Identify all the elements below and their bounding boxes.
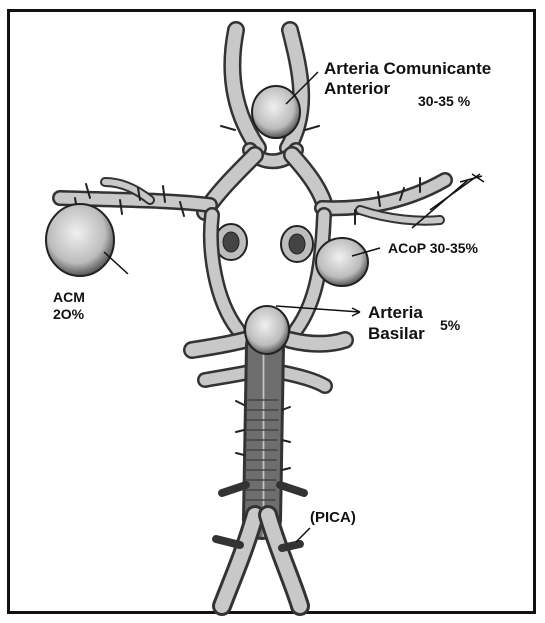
- label-basilar-line2: Basilar: [368, 325, 425, 344]
- aneurysm-anterior-communicating: [252, 86, 300, 138]
- label-acm-percent: 2O%: [53, 307, 84, 322]
- internal-carotid-right: [281, 226, 313, 262]
- pica-right: [282, 544, 300, 548]
- label-acm-name: ACM: [53, 290, 85, 305]
- aneurysm-middle-cerebral: [46, 204, 114, 276]
- label-basilar-line1: Arteria: [368, 304, 423, 323]
- leader-pica: [296, 528, 310, 542]
- label-acom-percent: 30-35 %: [418, 94, 470, 109]
- aneurysm-posterior-communicating: [316, 238, 368, 286]
- aneurysm-basilar: [245, 306, 289, 354]
- label-acop: ACoP 30-35%: [388, 241, 478, 256]
- label-pica: (PICA): [310, 510, 356, 527]
- label-basilar-percent: 5%: [440, 318, 460, 333]
- label-acom-line1: Arteria Comunicante: [324, 60, 491, 79]
- label-acom-line2: Anterior: [324, 80, 390, 99]
- leader-basilar: [276, 306, 360, 312]
- leader-acm: [104, 252, 128, 274]
- pica-left: [216, 539, 240, 545]
